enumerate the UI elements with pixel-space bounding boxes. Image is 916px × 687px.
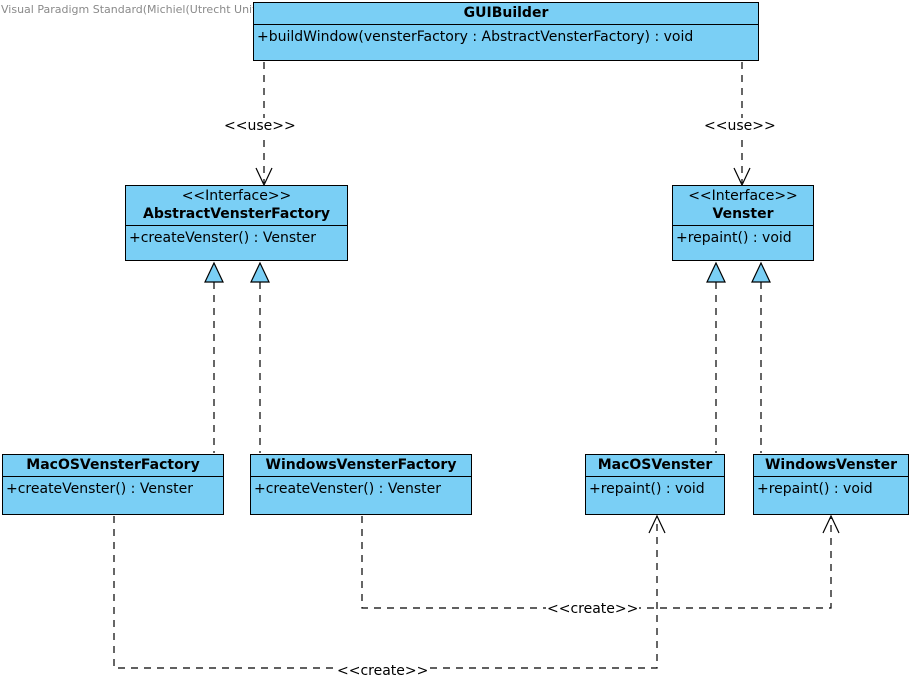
operation-text: +repaint() : void — [589, 481, 705, 497]
create-line-macos-factory — [113, 516, 658, 669]
realization-triangle-macos-factory — [204, 261, 224, 283]
create-line-windows-factory — [361, 516, 832, 609]
class-name: Venster — [712, 206, 774, 222]
use-label-factory: <<use>> — [223, 118, 297, 134]
use-label-venster: <<use>> — [703, 118, 777, 134]
stereotype-text: <<Interface>> — [688, 188, 798, 204]
realization-triangle-windows-factory — [250, 261, 270, 283]
create-arrowhead-windows-venster — [822, 514, 840, 534]
create-label-windows-factory: <<create>> — [546, 601, 640, 617]
operation-text: +createVenster() : Venster — [129, 230, 316, 246]
class-windowsvensterfactory[interactable]: WindowsVensterFactory +createVenster() :… — [250, 454, 472, 515]
class-name: GUIBuilder — [463, 5, 549, 21]
operation-text: +repaint() : void — [676, 230, 792, 246]
class-name: MacOSVenster — [597, 457, 713, 473]
realization-triangle-macos-venster — [706, 261, 726, 283]
class-macosvensterfactory[interactable]: MacOSVensterFactory +createVenster() : V… — [2, 454, 224, 515]
class-venster[interactable]: <<Interface>> Venster +repaint() : void — [672, 185, 814, 261]
class-macosvenster[interactable]: MacOSVenster +repaint() : void — [585, 454, 725, 515]
class-name: WindowsVensterFactory — [265, 457, 457, 473]
create-arrowhead-macos-venster — [648, 514, 666, 534]
operation-text: +createVenster() : Venster — [6, 481, 193, 497]
class-name: WindowsVenster — [764, 457, 898, 473]
operation-text: +repaint() : void — [757, 481, 873, 497]
class-windowsvenster[interactable]: WindowsVenster +repaint() : void — [753, 454, 909, 515]
operation-text: +buildWindow(vensterFactory : AbstractVe… — [257, 29, 694, 45]
stereotype-text: <<Interface>> — [181, 188, 292, 204]
class-name: MacOSVensterFactory — [26, 457, 200, 473]
class-abstractvensterfactory[interactable]: <<Interface>> AbstractVensterFactory +cr… — [125, 185, 348, 261]
operation-text: +createVenster() : Venster — [254, 481, 441, 497]
class-name: AbstractVensterFactory — [142, 206, 330, 222]
create-label-macos-factory: <<create>> — [336, 663, 430, 679]
realization-triangle-windows-venster — [751, 261, 771, 283]
class-guibuilder[interactable]: GUIBuilder +buildWindow(vensterFactory :… — [253, 2, 759, 61]
